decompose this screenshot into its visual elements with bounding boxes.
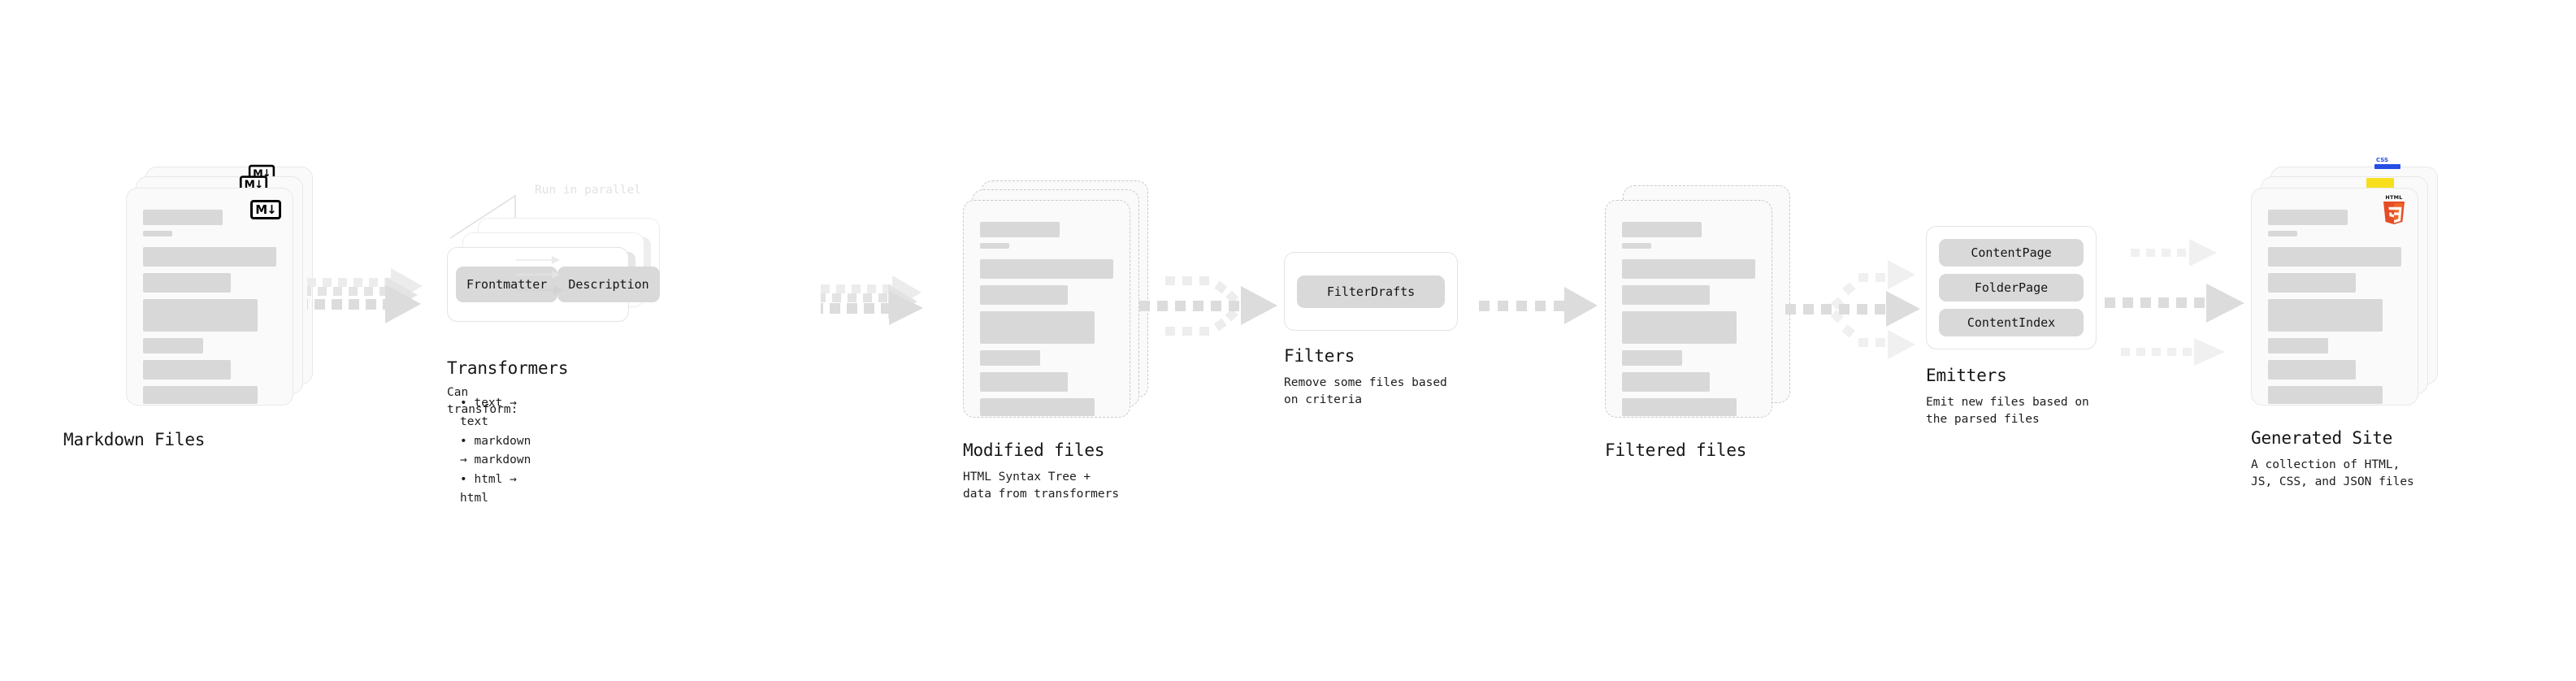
- arrow-emitters-to-site: [2105, 239, 2244, 366]
- stage-generated-site: CSS HTML Generated Site A collection of …: [2251, 157, 2438, 491]
- stage-desc-emitters: Emit new files based on the parsed files: [1926, 396, 2089, 427]
- stage-desc-transformers: Can transform:: [447, 386, 518, 417]
- transformers-card-stack: Frontmatter Description: [447, 218, 660, 323]
- skeleton-line: [2268, 273, 2357, 293]
- transformers-row-front: Frontmatter Description: [447, 247, 660, 322]
- skeleton-subheading: [2268, 231, 2298, 236]
- stage-title-filters: Filters: [1284, 346, 1355, 366]
- skeleton-subheading: [980, 243, 1010, 249]
- transform-bullet-label: html → html: [460, 472, 517, 505]
- skeleton-line: [143, 247, 276, 267]
- skeleton-line: [1622, 350, 1682, 366]
- stage-emitters: ContentPage FolderPage ContentIndex Emit…: [1926, 226, 2097, 428]
- transform-bullet-label: text → text: [460, 397, 517, 429]
- skeleton-line: [143, 299, 258, 332]
- filtered-card-front: [1605, 200, 1772, 418]
- skeleton-line: [2268, 299, 2383, 332]
- skeleton-line: [1622, 285, 1711, 305]
- skeleton-line: [1622, 259, 1755, 279]
- skeleton-heading: [980, 222, 1060, 237]
- transformer-pill-frontmatter[interactable]: Frontmatter: [456, 267, 558, 302]
- stage-filters: FilterDrafts Filters Remove some files b…: [1284, 252, 1458, 409]
- emitter-pill-contentpage[interactable]: ContentPage: [1939, 239, 2084, 267]
- skeleton-heading: [143, 210, 223, 225]
- skeleton-subheading: [1622, 243, 1652, 249]
- skeleton-line: [980, 398, 1095, 416]
- skeleton-heading: [2268, 210, 2348, 225]
- transform-bullet: • text → text: [460, 397, 517, 429]
- stage-desc-modified-files: HTML Syntax Tree + data from transformer…: [963, 471, 1120, 501]
- css-icon-label: CSS: [2376, 157, 2389, 163]
- transformer-pill-description[interactable]: Description: [557, 267, 660, 302]
- skeleton-subheading: [143, 231, 173, 236]
- transform-bullet: • html → html: [460, 472, 517, 505]
- stage-markdown-files: M↓ M↓ M↓ Markdown Files: [63, 164, 313, 449]
- transformers-bullet-list: • text → text • markdown → markdown • ht…: [460, 394, 531, 509]
- skeleton-heading: [1622, 222, 1702, 237]
- skeleton-line: [980, 311, 1095, 344]
- skeleton-line: [2268, 360, 2357, 380]
- stage-modified-files: Modified files HTML Syntax Tree + data f…: [963, 180, 1148, 503]
- stage-title-modified-files: Modified files: [963, 440, 1105, 460]
- skeleton-line: [2268, 338, 2328, 354]
- stage-filtered-files: Filtered files: [1605, 180, 1790, 460]
- skeleton-line: [143, 273, 232, 293]
- skeleton-line: [143, 338, 203, 354]
- skeleton-line: [1622, 398, 1737, 416]
- modified-card-front: [963, 200, 1130, 418]
- arrow-markdown-to-transformers: [307, 268, 423, 323]
- skeleton-line: [980, 372, 1069, 392]
- run-in-parallel-pointer: [449, 194, 516, 239]
- transformer-inner-arrows: [516, 256, 563, 295]
- markdown-card-front: M↓: [126, 188, 293, 406]
- emitter-pill-contentindex[interactable]: ContentIndex: [1939, 309, 2084, 336]
- filter-pill-filterdrafts[interactable]: FilterDrafts: [1297, 275, 1445, 308]
- svg-text:HTML: HTML: [2385, 194, 2402, 201]
- arrow-filtered-to-emitters: [1785, 260, 1920, 359]
- skeleton-line: [143, 360, 232, 380]
- skeleton-line: [980, 259, 1113, 279]
- transform-bullet: • markdown → markdown: [460, 434, 531, 467]
- arrow-modified-to-filters: [1139, 276, 1277, 336]
- skeleton-line: [143, 386, 258, 404]
- css-icon: [2374, 164, 2400, 169]
- skeleton-line: [980, 285, 1069, 305]
- skeleton-line: [2268, 386, 2383, 404]
- stage-title-markdown-files: Markdown Files: [63, 430, 206, 449]
- markdown-icon: M↓: [250, 200, 281, 219]
- skeleton-line: [2268, 247, 2401, 267]
- arrow-filters-to-filtered: [1479, 287, 1598, 324]
- stage-title-generated-site: Generated Site: [2251, 428, 2393, 448]
- run-in-parallel-label: Run in parallel: [535, 184, 641, 197]
- site-card-front: HTML: [2251, 188, 2418, 406]
- filters-box: FilterDrafts: [1284, 252, 1458, 331]
- emitters-box: ContentPage FolderPage ContentIndex: [1926, 226, 2097, 349]
- stage-title-transformers: Transformers: [447, 358, 569, 378]
- skeleton-line: [1622, 311, 1737, 344]
- stage-desc-filters: Remove some files based on criteria: [1284, 376, 1447, 407]
- stage-title-filtered-files: Filtered files: [1605, 440, 1747, 460]
- arrow-transformers-to-modified: [821, 276, 923, 325]
- stage-desc-generated-site: A collection of HTML, JS, CSS, and JSON …: [2251, 458, 2414, 489]
- transform-bullet-label: markdown → markdown: [460, 434, 531, 467]
- skeleton-line: [980, 350, 1040, 366]
- html5-icon: HTML: [2383, 194, 2405, 224]
- emitter-pill-folderpage[interactable]: FolderPage: [1939, 274, 2084, 301]
- skeleton-line: [1622, 372, 1711, 392]
- stage-title-emitters: Emitters: [1926, 366, 2007, 385]
